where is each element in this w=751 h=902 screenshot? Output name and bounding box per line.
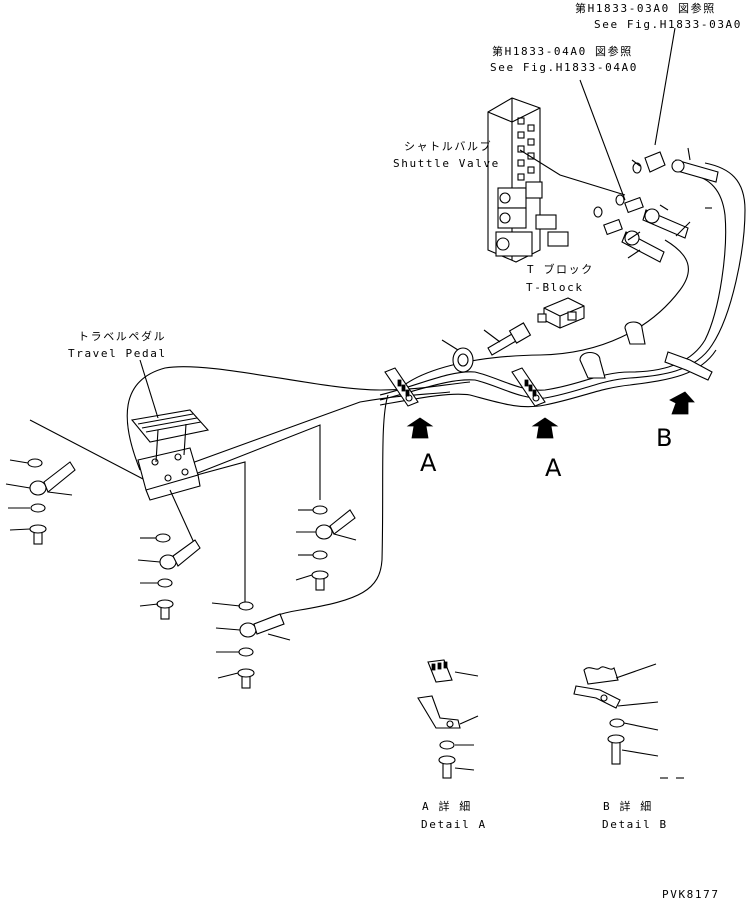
ref2-jp-label: 第H1833-04A0 図参照 [492,45,633,58]
hose-pedal-mid [179,424,321,500]
leader-lines [5,27,712,779]
travel-pedal-en-label: Travel Pedal [68,347,167,360]
left-fitting-stack [27,458,76,545]
drawing-code: PVK8177 [662,888,720,901]
shuttle-valve-jp-label: シャトルバルブ [404,140,493,153]
ref1-en-label: See Fig.H1833-03A0 [594,18,743,31]
view-b-label: B [656,424,673,452]
hose-routes [29,162,746,626]
travel-pedal-jp-label: トラベルペダル [78,330,167,343]
ref1-jp-label: 第H1833-03A0 図参照 [575,2,716,15]
detail-b-en-label: Detail B [602,818,668,831]
valve-fittings [593,151,719,263]
hose-to-valve [397,239,689,391]
detail-b-drawing [573,666,625,765]
straight-fitting [487,322,532,356]
hose-upper-loop [126,366,471,471]
ref2-en-label: See Fig.H1833-04A0 [490,61,639,74]
hose-bundle-2 [379,162,746,401]
view-a-label-2: A [545,454,562,482]
view-a-label-1: A [420,449,437,477]
hose-pedal-return [29,391,451,481]
t-block-en-label: T-Block [526,281,584,294]
detail-b-jp-label: B 詳 細 [603,800,653,813]
mid-right-fitting-stack [311,505,356,591]
grommet [452,347,474,373]
detail-a-en-label: Detail A [421,818,487,831]
shuttle-valve [487,97,569,263]
t-block [537,297,585,329]
hose-pedal-down [169,489,196,546]
mid-left-fitting-stack [155,533,201,620]
shuttle-valve-en-label: Shuttle Valve [393,157,500,170]
travel-pedal [130,409,210,501]
view-arrows [406,391,695,439]
detail-a-drawing [417,659,461,779]
t-block-jp-label: T ブロック [527,263,594,276]
detail-a-jp-label: A 詳 細 [422,800,472,813]
hose-bundle-3 [379,349,717,408]
bottom-fitting-stack [237,601,285,689]
hose-clamps [384,321,713,407]
hose-pedal-right [159,461,246,605]
hose-bundle-1 [379,173,727,396]
